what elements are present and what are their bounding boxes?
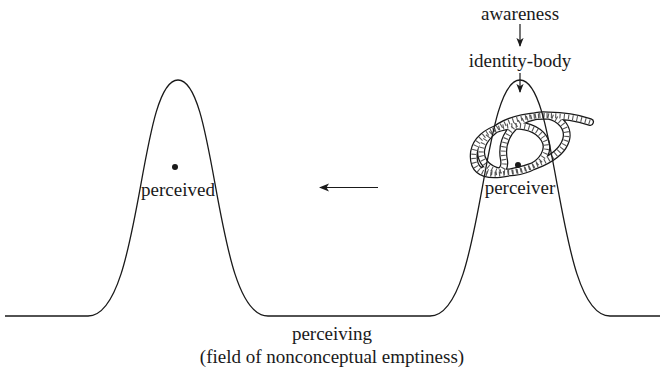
text-holder: (field of nonconceptual emptiness) bbox=[200, 345, 464, 369]
text-holder: awareness bbox=[481, 2, 559, 26]
node-label: perceived bbox=[141, 179, 215, 200]
text-holder: identity-body bbox=[469, 49, 571, 73]
mound: perceiver bbox=[430, 80, 610, 316]
text-holder: perceiver bbox=[430, 176, 610, 200]
node-label: perceiver bbox=[485, 177, 556, 198]
mound-curve bbox=[88, 80, 268, 316]
mound-curve bbox=[430, 80, 610, 316]
caption-label: identity-body bbox=[469, 50, 571, 71]
caption-label: awareness bbox=[481, 3, 559, 24]
text-holder: perceived bbox=[88, 178, 268, 202]
dot bbox=[515, 162, 521, 168]
down-arrow bbox=[519, 73, 520, 92]
arrow-connector bbox=[320, 187, 378, 188]
caption-label: perceiving bbox=[292, 323, 372, 344]
rope-knot bbox=[474, 115, 590, 174]
mound-outline bbox=[430, 80, 610, 316]
caption-label: (field of nonconceptual emptiness) bbox=[200, 346, 464, 367]
text-holder: perceiving bbox=[292, 322, 372, 346]
down-arrow bbox=[519, 24, 520, 46]
dot bbox=[172, 164, 178, 170]
mound: perceived bbox=[88, 80, 268, 316]
ground-line bbox=[5, 315, 660, 316]
